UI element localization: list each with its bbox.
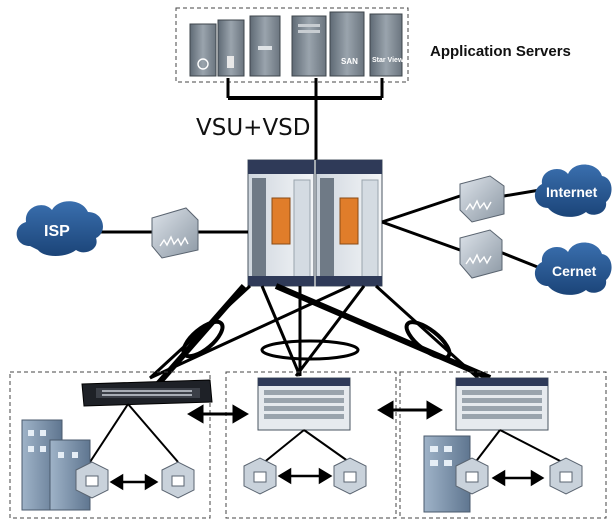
server-tower-icon: SAN [329,11,365,77]
firewall-icon [459,175,505,223]
aggregation-switch-icon [81,379,213,407]
server-tower-icon: Star View [369,13,404,77]
cernet-label: Cernet [552,263,597,279]
star-view-badge: Star View [372,57,404,64]
core-uplinks [148,283,492,386]
cernet-link [499,250,541,270]
server-tower-icon [189,23,217,77]
server-tower-icon [291,15,327,77]
link-bundle [404,320,452,360]
bidirectional-arrow-icon [377,400,443,420]
access-switch-icon [75,461,109,499]
bidirectional-arrow-icon [491,469,545,487]
access-switch-icon [161,461,195,499]
vsu-vsd-label: VSU+VSD [196,115,311,141]
chassis-switch-icon [455,377,549,431]
link-bundle [260,339,360,361]
server-tower-icon [217,19,245,77]
region-center [225,371,397,519]
building-icon [21,419,91,511]
access-switch-icon [549,457,583,495]
bidirectional-arrow-icon [187,404,249,424]
chassis-switch-icon [315,159,383,287]
access-switch-icon [243,457,277,495]
access-switch-icon [455,457,489,495]
servers-frame [175,7,409,83]
cloud-icon: Cernet [534,242,612,295]
region-right [399,371,607,519]
region-left [9,371,211,519]
san-badge: SAN [341,57,358,66]
firewall-icon [151,207,199,259]
bidirectional-arrow-icon [277,467,333,485]
firewall-icon [459,229,503,279]
chassis-switch-icon [257,377,351,431]
cloud-icon: Internet [534,164,612,217]
server-tower-icon [249,15,281,77]
bidirectional-arrow-icon [109,473,159,491]
cloud-icon: ISP [16,201,103,256]
internet-firewall-link [381,194,461,224]
link-bundle [181,319,225,359]
chassis-switch-icon [247,159,315,287]
internet-link [503,188,541,198]
application-servers-label: Application Servers [430,43,571,60]
access-switch-icon [333,457,367,495]
cernet-firewall-link [381,220,461,252]
access-links [89,403,567,465]
internet-label: Internet [546,184,598,200]
isp-label: ISP [44,223,70,240]
